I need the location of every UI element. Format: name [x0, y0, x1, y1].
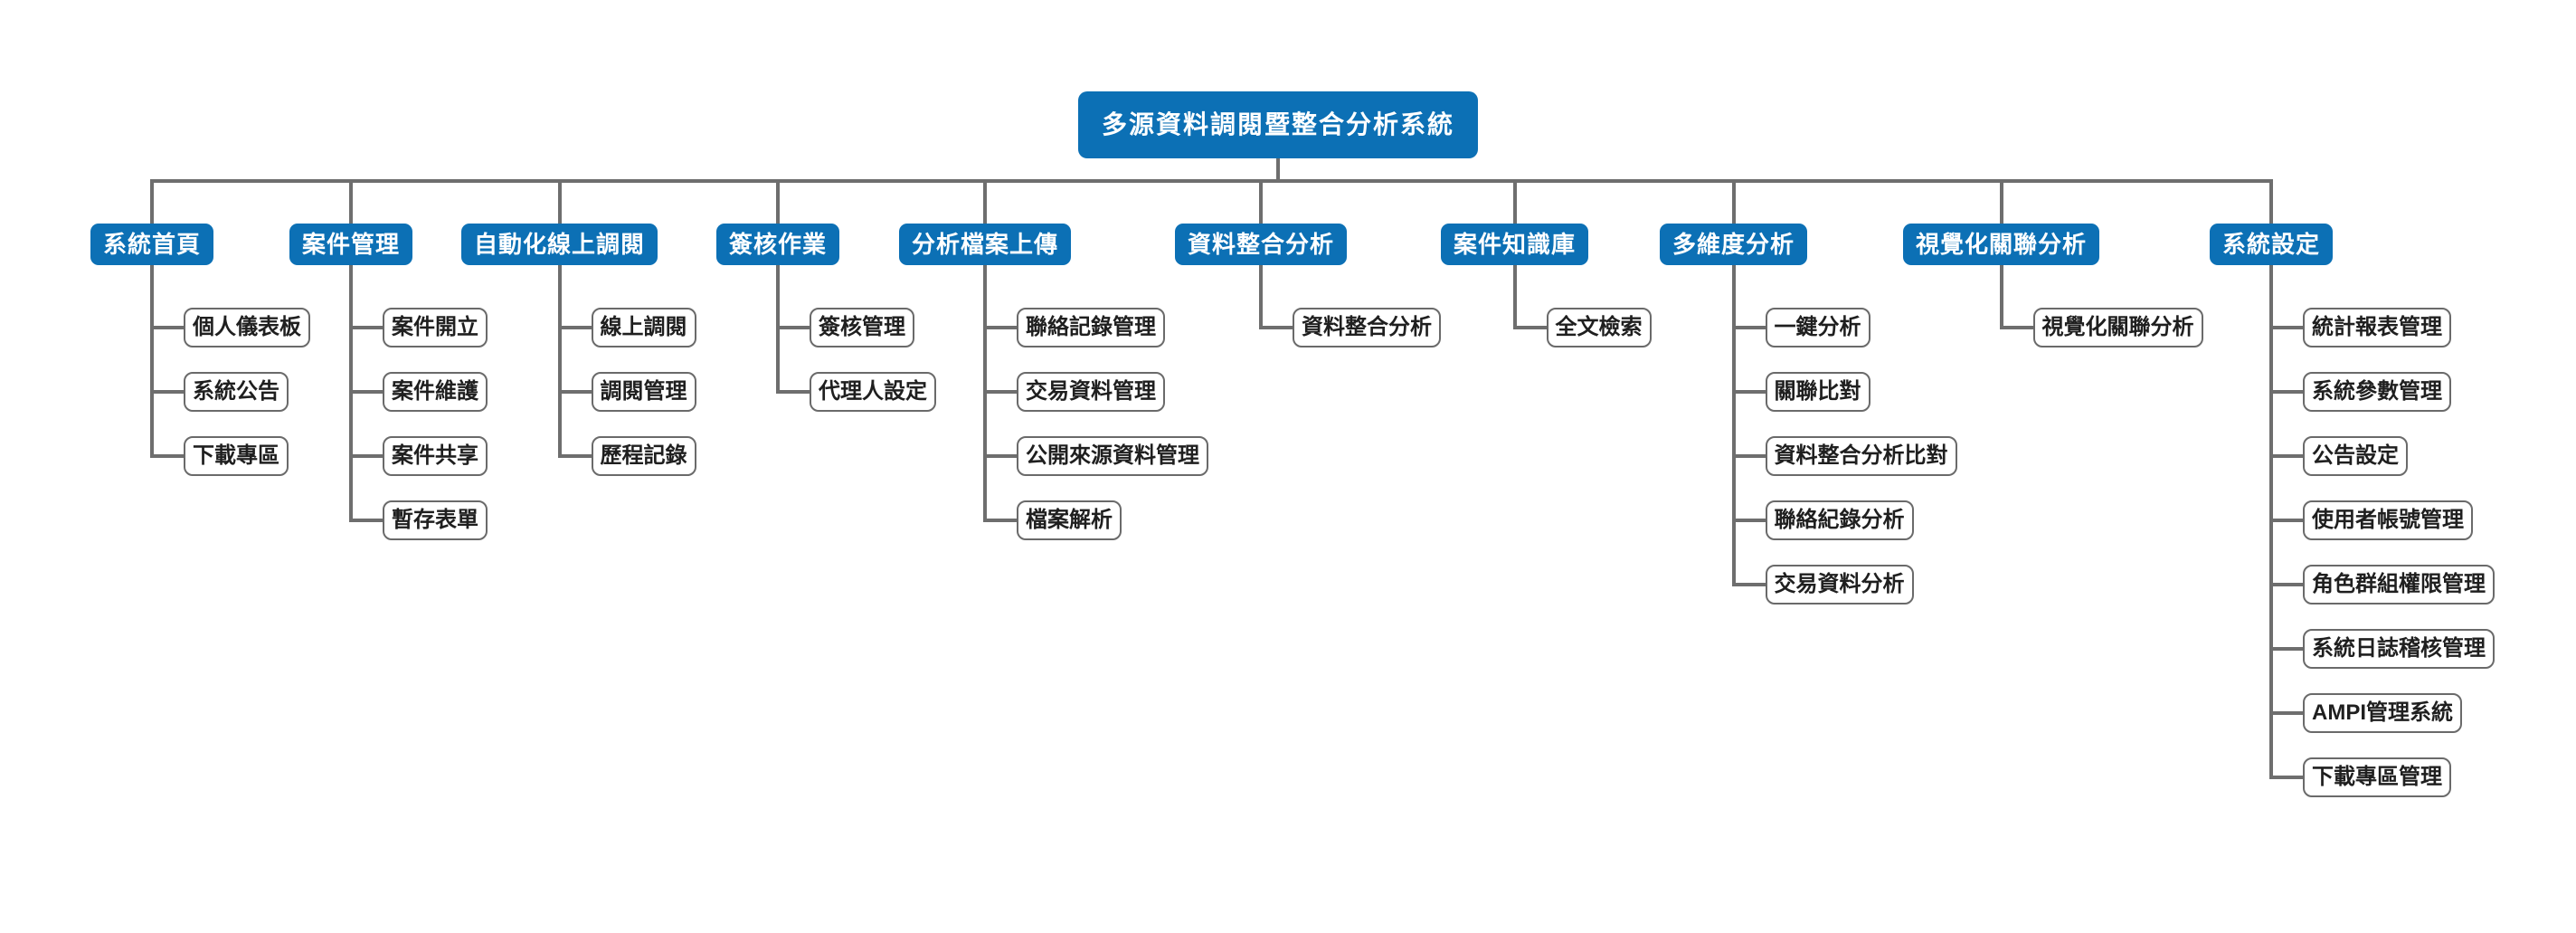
- leaf-node-0-1: 系統公告: [184, 372, 289, 412]
- connector-line: [2271, 390, 2303, 394]
- connector-line: [2269, 179, 2273, 225]
- connector-line: [559, 326, 592, 329]
- connector-line: [1259, 265, 1263, 329]
- connector-line: [2271, 776, 2303, 779]
- connector-line: [2269, 265, 2273, 779]
- leaf-node-3-1: 代理人設定: [810, 372, 936, 412]
- leaf-node-0-2: 下載專區: [184, 436, 289, 476]
- branch-node-4: 分析檔案上傳: [899, 224, 1072, 265]
- branch-node-0: 系統首頁: [90, 224, 214, 265]
- connector-line: [985, 326, 1017, 329]
- connector-line: [1999, 265, 2003, 329]
- branch-node-2: 自動化線上調閱: [461, 224, 658, 265]
- connector-line: [1733, 519, 1766, 522]
- connector-line: [1514, 326, 1547, 329]
- connector-line: [559, 390, 592, 394]
- leaf-node-4-1: 交易資料管理: [1017, 372, 1165, 412]
- branch-node-5: 資料整合分析: [1175, 224, 1348, 265]
- connector-line: [2271, 583, 2303, 586]
- leaf-node-9-3: 使用者帳號管理: [2303, 500, 2473, 540]
- leaf-node-9-4: 角色群組權限管理: [2303, 565, 2495, 605]
- leaf-node-1-1: 案件維護: [383, 372, 488, 412]
- connector-line: [778, 326, 810, 329]
- leaf-node-8-0: 視覺化關聯分析: [2032, 308, 2203, 347]
- connector-line: [152, 326, 184, 329]
- connector-line: [776, 265, 780, 394]
- connector-line: [152, 454, 184, 458]
- connector-line: [152, 390, 184, 394]
- connector-line: [983, 265, 987, 522]
- connector-line: [1733, 326, 1766, 329]
- leaf-node-2-1: 調閱管理: [591, 372, 696, 412]
- leaf-node-7-3: 聯絡紀錄分析: [1765, 500, 1914, 540]
- connector-line: [351, 519, 383, 522]
- connector-line: [1999, 179, 2003, 225]
- connector-line: [351, 454, 383, 458]
- connector-line: [150, 179, 154, 225]
- leaf-node-9-7: 下載專區管理: [2303, 757, 2451, 797]
- connector-line: [150, 179, 2273, 183]
- connector-line: [351, 326, 383, 329]
- connector-line: [778, 390, 810, 394]
- leaf-node-2-0: 線上調閱: [591, 308, 696, 347]
- connector-line: [2001, 326, 2033, 329]
- connector-line: [985, 454, 1017, 458]
- connector-line: [2271, 711, 2303, 715]
- connector-line: [2271, 647, 2303, 651]
- leaf-node-4-3: 檔案解析: [1017, 500, 1122, 540]
- connector-line: [1512, 179, 1517, 225]
- connector-line: [1731, 265, 1736, 586]
- branch-node-6: 案件知識庫: [1441, 224, 1589, 265]
- leaf-node-1-3: 暫存表單: [383, 500, 488, 540]
- connector-line: [1733, 390, 1766, 394]
- connector-line: [2271, 454, 2303, 458]
- branch-node-9: 系統設定: [2210, 224, 2334, 265]
- leaf-node-4-0: 聯絡記錄管理: [1017, 308, 1165, 347]
- connector-line: [2271, 326, 2303, 329]
- leaf-node-9-5: 系統日誌稽核管理: [2303, 629, 2495, 669]
- leaf-node-7-1: 關聯比對: [1765, 372, 1870, 412]
- connector-line: [1731, 179, 1736, 225]
- connector-line: [351, 390, 383, 394]
- connector-line: [985, 519, 1017, 522]
- connector-line: [1276, 157, 1280, 183]
- leaf-node-4-2: 公開來源資料管理: [1017, 436, 1208, 476]
- leaf-node-9-0: 統計報表管理: [2303, 308, 2451, 347]
- leaf-node-0-0: 個人儀表板: [184, 308, 310, 347]
- leaf-node-3-0: 簽核管理: [810, 308, 914, 347]
- branch-node-8: 視覺化關聯分析: [1903, 224, 2100, 265]
- leaf-node-7-0: 一鍵分析: [1765, 308, 1870, 347]
- leaf-node-2-2: 歷程記錄: [591, 436, 696, 476]
- leaf-node-5-0: 資料整合分析: [1293, 308, 1441, 347]
- connector-line: [557, 179, 562, 225]
- connector-line: [349, 265, 353, 522]
- connector-line: [985, 390, 1017, 394]
- leaf-node-9-2: 公告設定: [2303, 436, 2408, 476]
- connector-line: [983, 179, 987, 225]
- leaf-node-1-2: 案件共享: [383, 436, 488, 476]
- connector-line: [559, 454, 592, 458]
- leaf-node-7-2: 資料整合分析比對: [1765, 436, 1957, 476]
- connector-line: [150, 265, 154, 458]
- connector-line: [1512, 265, 1517, 329]
- branch-node-7: 多維度分析: [1660, 224, 1808, 265]
- branch-node-1: 案件管理: [289, 224, 413, 265]
- connector-line: [1733, 454, 1766, 458]
- connector-line: [1259, 179, 1263, 225]
- leaf-node-6-0: 全文檢索: [1546, 308, 1652, 347]
- branch-node-3: 簽核作業: [716, 224, 840, 265]
- leaf-node-9-6: AMPI管理系統: [2303, 693, 2462, 733]
- leaf-node-1-0: 案件開立: [383, 308, 488, 347]
- connector-line: [349, 179, 353, 225]
- connector-line: [1261, 326, 1293, 329]
- leaf-node-9-1: 系統參數管理: [2303, 372, 2451, 412]
- connector-line: [2271, 519, 2303, 522]
- leaf-node-7-4: 交易資料分析: [1765, 565, 1914, 605]
- connector-line: [776, 179, 780, 225]
- connector-line: [1733, 583, 1766, 586]
- connector-line: [557, 265, 562, 458]
- root-node: 多源資料調閱暨整合分析系統: [1077, 91, 1479, 158]
